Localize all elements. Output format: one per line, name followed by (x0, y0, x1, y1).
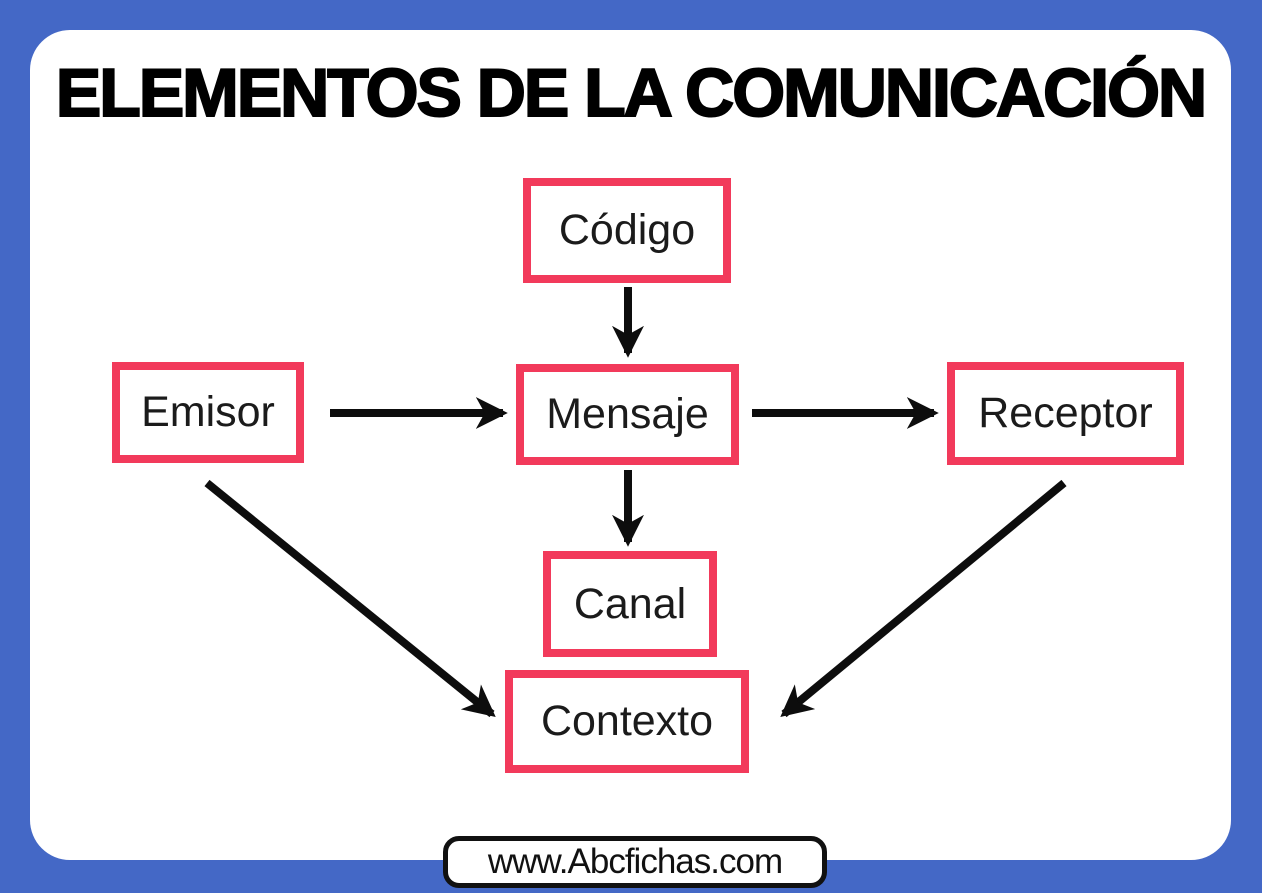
node-mensaje-label: Mensaje (546, 390, 709, 438)
node-emisor: Emisor (112, 362, 304, 463)
page-title: ELEMENTOS DE LA COMUNICACIÓN (55, 54, 1208, 132)
node-codigo: Código (523, 178, 731, 283)
arrow-emisor-to-contexto (204, 479, 496, 718)
arrow-receptor-to-contexto (780, 479, 1067, 718)
node-receptor: Receptor (947, 362, 1184, 465)
node-emisor-label: Emisor (141, 388, 275, 436)
node-contexto-label: Contexto (540, 697, 714, 745)
watermark-text: www.Abcfichas.com (487, 842, 783, 881)
node-canal: Canal (543, 551, 717, 657)
node-codigo-label: Código (558, 206, 696, 254)
node-contexto: Contexto (505, 670, 749, 773)
node-mensaje: Mensaje (516, 364, 739, 465)
watermark-badge: www.Abcfichas.com (443, 836, 827, 888)
node-receptor-label: Receptor (978, 389, 1153, 437)
node-canal-label: Canal (573, 579, 687, 628)
